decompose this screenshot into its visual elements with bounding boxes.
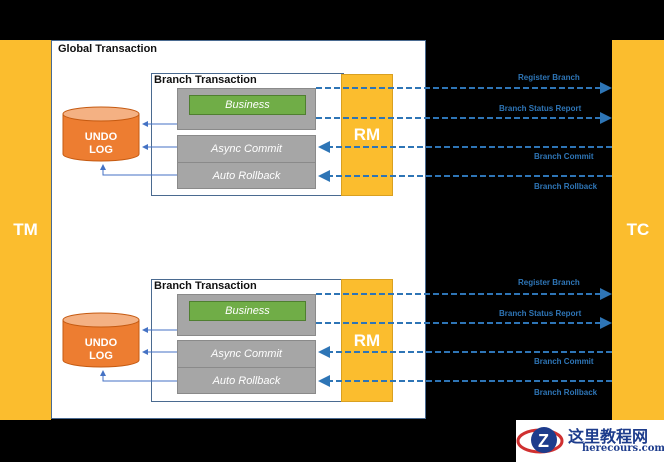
watermark-cn-text: 这里教程网 [568,427,649,446]
global-transaction-title: Global Transaction [58,43,158,55]
auto-rollback-box: Auto Rollback [177,162,316,189]
undo-label-line2: LOG [89,144,113,156]
branch-status-report-label: Branch Status Report [499,309,582,318]
auto-rollback-box: Auto Rollback [177,367,316,394]
tm-block: TM [0,40,51,420]
tm-label: TM [13,220,38,239]
async-commit-box: Async Commit [177,135,316,163]
undo-label-line2: LOG [89,350,113,362]
undo-label-line1: UNDO [84,131,118,143]
business-box: Business [189,301,306,321]
watermark-en-text: herecours.com [582,443,664,454]
undo-log-cylinder [62,106,140,162]
rollback-to-undo-arrow [100,370,177,382]
undo-log-label: UNDO LOG [63,337,139,363]
tc-label: TC [626,220,650,239]
tc-block: TC [612,40,664,420]
rollback-to-undo-arrow [100,164,177,176]
branch-transaction-title: Branch Transaction [154,280,257,292]
business-box: Business [189,95,306,115]
branch-commit-label: Branch Commit [534,152,594,161]
undo-label-line1: UNDO [84,337,118,349]
branch-rollback-label: Branch Rollback [534,388,598,397]
register-branch-label: Register Branch [518,278,580,287]
register-branch-label: Register Branch [518,73,580,82]
branch-commit-label: Branch Commit [534,357,594,366]
branch-rollback-label: Branch Rollback [534,182,598,191]
undo-log-label: UNDO LOG [63,131,139,157]
undo-log-cylinder [62,312,140,368]
branch-transaction-title: Branch Transaction [154,74,257,86]
branch-status-report-label: Branch Status Report [499,104,582,113]
